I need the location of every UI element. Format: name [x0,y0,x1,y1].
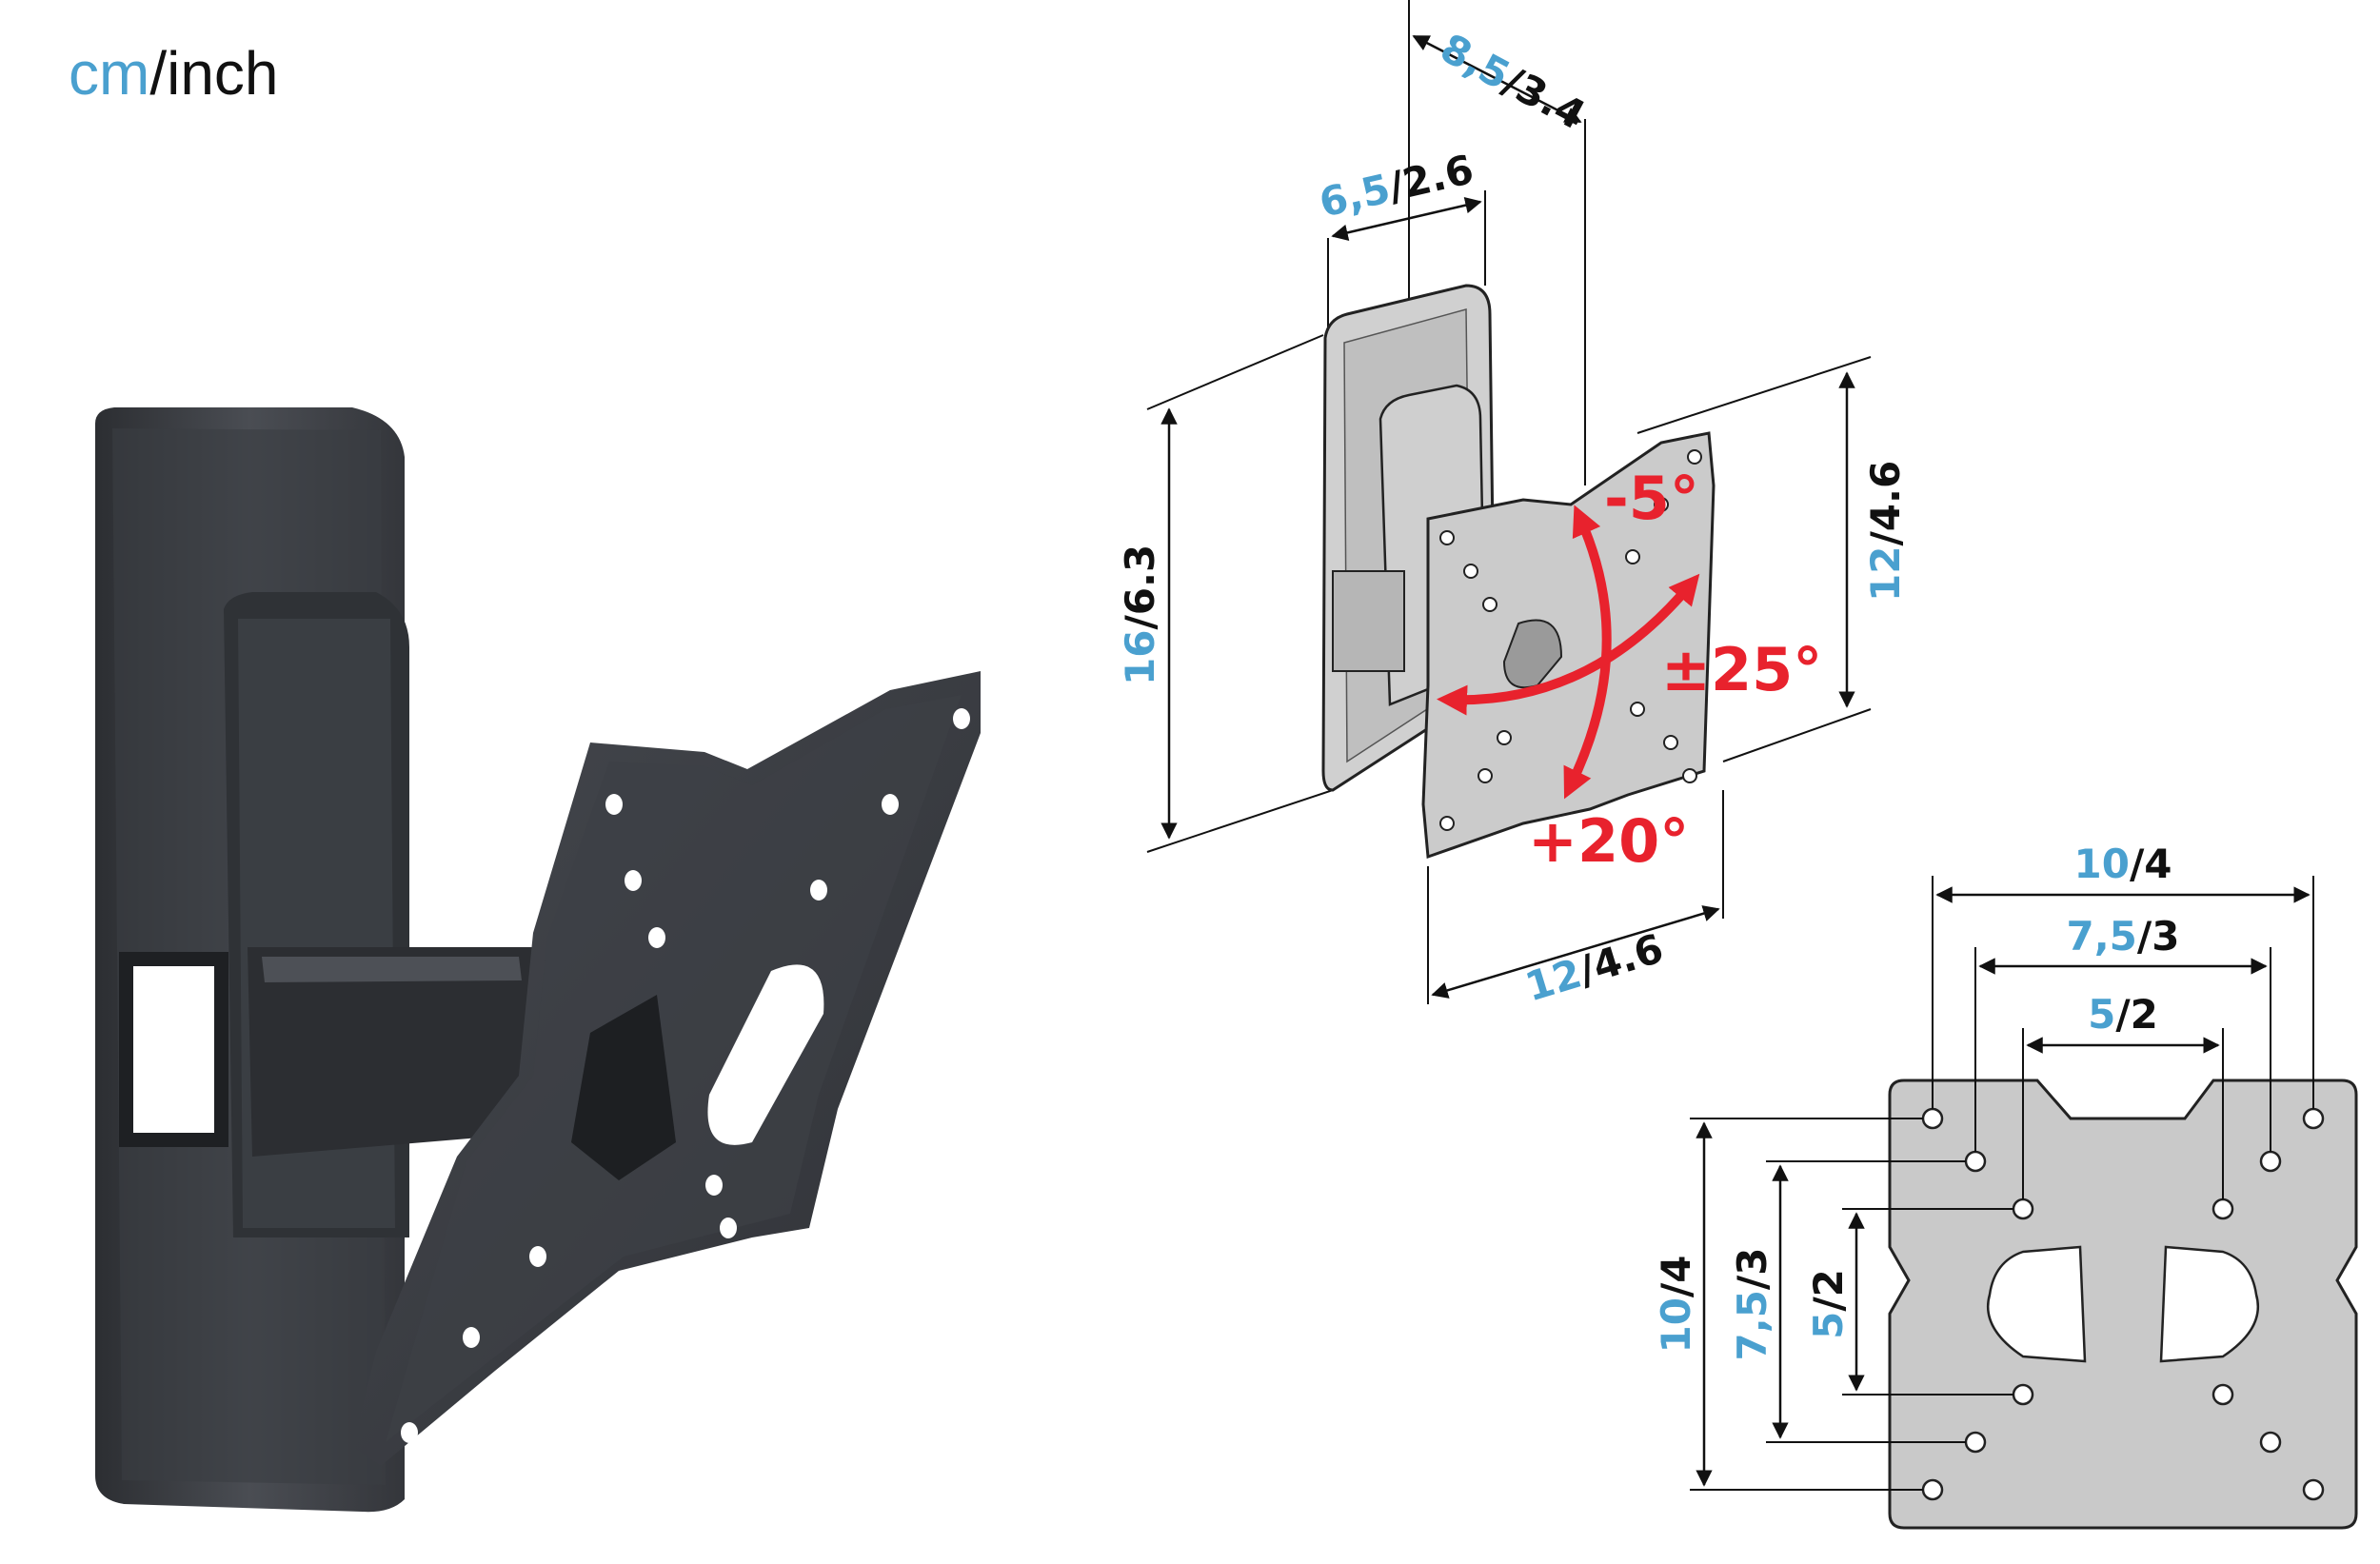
vesa-dim-h-medium: 7,5/3 [2067,913,2180,960]
vesa-dim-h-small: 5/2 [2088,991,2158,1038]
units-legend-metric: cm [69,39,150,108]
vesa-dim-v-large: 10/4 [1653,1255,1699,1353]
units-legend-imperial: inch [167,39,279,108]
photo-plate-holes [401,708,970,1443]
dim-wall-width: 6,5/2.6 [1315,146,1478,227]
rotation-arrows [1437,505,1700,800]
dim-plate-height: 12/4.6 [1862,461,1909,602]
dim-wall-height: 16/6.3 [1117,544,1163,685]
dim-depth: 8,5/3.4 [1433,25,1593,139]
vesa-dim-v-small: 5/2 [1805,1269,1852,1339]
product-photo [95,407,981,1513]
vesa-dim-h-large: 10/4 [2073,841,2172,887]
vesa-dim-v-medium: 7,5/3 [1729,1248,1775,1361]
units-legend-separator: / [149,39,168,108]
dim-plate-width: 12/4.6 [1520,924,1669,1010]
isometric-drawing [1146,0,1872,1004]
vesa-pattern-drawing [1690,876,2358,1530]
angle-swivel: ±25° [1661,635,1822,704]
angle-tilt-up: -5° [1604,464,1699,533]
units-legend: cm/inch [69,38,279,109]
angle-tilt-down: +20° [1528,806,1689,876]
